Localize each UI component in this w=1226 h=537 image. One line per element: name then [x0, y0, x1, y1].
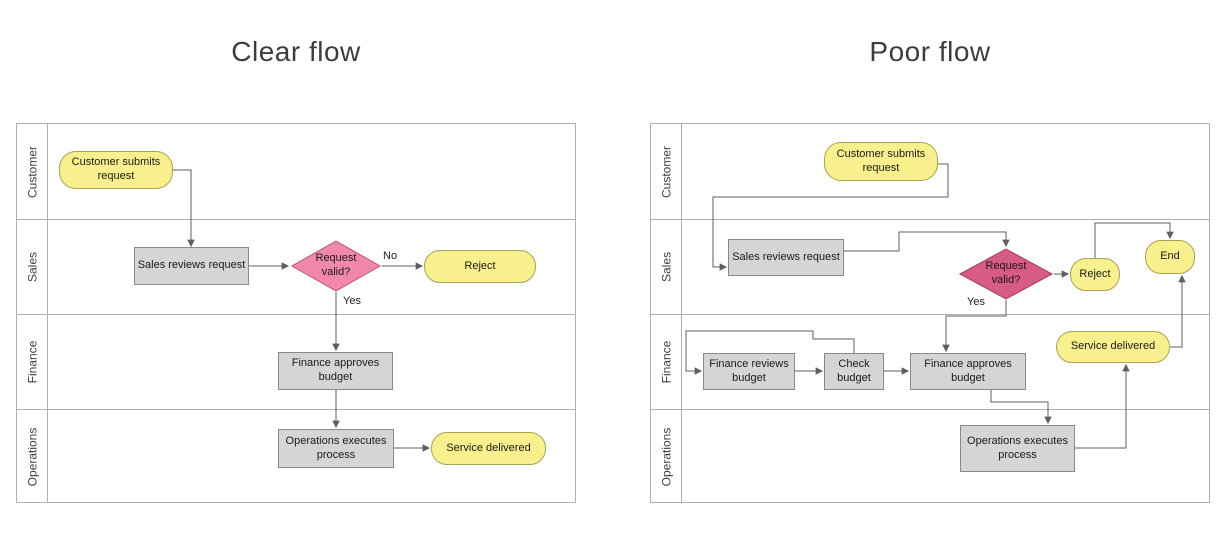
node-label: Request valid? [315, 252, 357, 278]
node-reject: Reject [1070, 258, 1120, 291]
clear-flow-title: Clear flow [231, 36, 361, 67]
connector-decision-yes-to-finance-approves [942, 300, 1007, 353]
connector-reject-to-end [1094, 222, 1174, 258]
node-request-valid-decision: Request valid? [290, 240, 382, 292]
edge-label-no: No [383, 250, 398, 262]
node-finance-approves-budget: Finance approves budget [278, 352, 393, 390]
connector-operations-to-service [1075, 363, 1130, 449]
node-label: Check budget [837, 357, 871, 384]
node-end: End [1145, 240, 1195, 274]
connector-loop-to-finance-reviews [685, 330, 855, 375]
connector-sales-to-decision [844, 231, 1010, 252]
poor-flow-diagram: Customer Sales Finance Operations Custom… [650, 123, 1210, 503]
node-service-delivered: Service delivered [431, 432, 546, 465]
edge-label-yes: Yes [343, 295, 361, 307]
node-operations-executes-process: Operations executes process [960, 425, 1075, 472]
node-label: Reject [464, 259, 496, 272]
lane-label-divider [681, 124, 682, 502]
node-label: Service delivered [446, 441, 531, 454]
lane-divider [17, 219, 575, 220]
lane-divider [651, 219, 1209, 220]
node-customer-submits-request: Customer submits request [824, 142, 938, 181]
connector-finance-approves-to-operations [990, 390, 1052, 425]
node-customer-submits-request: Customer submits request [59, 151, 173, 189]
node-reject: Reject [424, 250, 536, 283]
connector-customer-to-sales [712, 163, 949, 271]
poor-flow-title: Poor flow [869, 36, 991, 67]
node-request-valid-decision: Request valid? [958, 248, 1054, 300]
node-label: Finance reviews budget [709, 357, 789, 384]
lane-divider [17, 409, 575, 410]
node-operations-executes-process: Operations executes process [278, 429, 394, 468]
node-label: Customer submits request [71, 156, 161, 182]
lane-divider [651, 409, 1209, 410]
diamond-shape [290, 240, 382, 292]
node-label: Sales reviews request [137, 259, 246, 272]
node-label: Finance approves budget [924, 357, 1012, 384]
lane-divider [651, 314, 1209, 315]
clear-flow-diagram: Customer Sales Finance Operations Custom… [16, 123, 576, 503]
node-label: Finance approves budget [291, 357, 380, 383]
node-label: Sales reviews request [732, 250, 840, 263]
lane-divider [17, 314, 575, 315]
node-label: Request valid? [985, 260, 1027, 286]
lane-label-divider [47, 124, 48, 502]
node-check-budget: Check budget [824, 353, 884, 390]
node-label: Customer submits request [836, 147, 926, 174]
connector-service-to-end [1170, 274, 1186, 348]
connectors-layer [173, 169, 431, 452]
connectors-layer [685, 163, 1186, 449]
node-label: Operations executes process [967, 434, 1068, 461]
node-label: End [1160, 250, 1180, 263]
node-sales-reviews-request: Sales reviews request [134, 247, 249, 285]
node-sales-reviews-request: Sales reviews request [728, 239, 844, 276]
node-label: Reject [1079, 267, 1111, 280]
diamond-shape [958, 248, 1054, 300]
edge-label-yes: Yes [967, 296, 985, 308]
node-service-delivered: Service delivered [1056, 331, 1170, 363]
node-finance-approves-budget: Finance approves budget [910, 353, 1026, 390]
node-label: Service delivered [1070, 340, 1156, 353]
node-label: Operations executes process [285, 434, 387, 461]
node-finance-reviews-budget: Finance reviews budget [703, 353, 795, 390]
connector-customer-to-sales [173, 169, 195, 248]
